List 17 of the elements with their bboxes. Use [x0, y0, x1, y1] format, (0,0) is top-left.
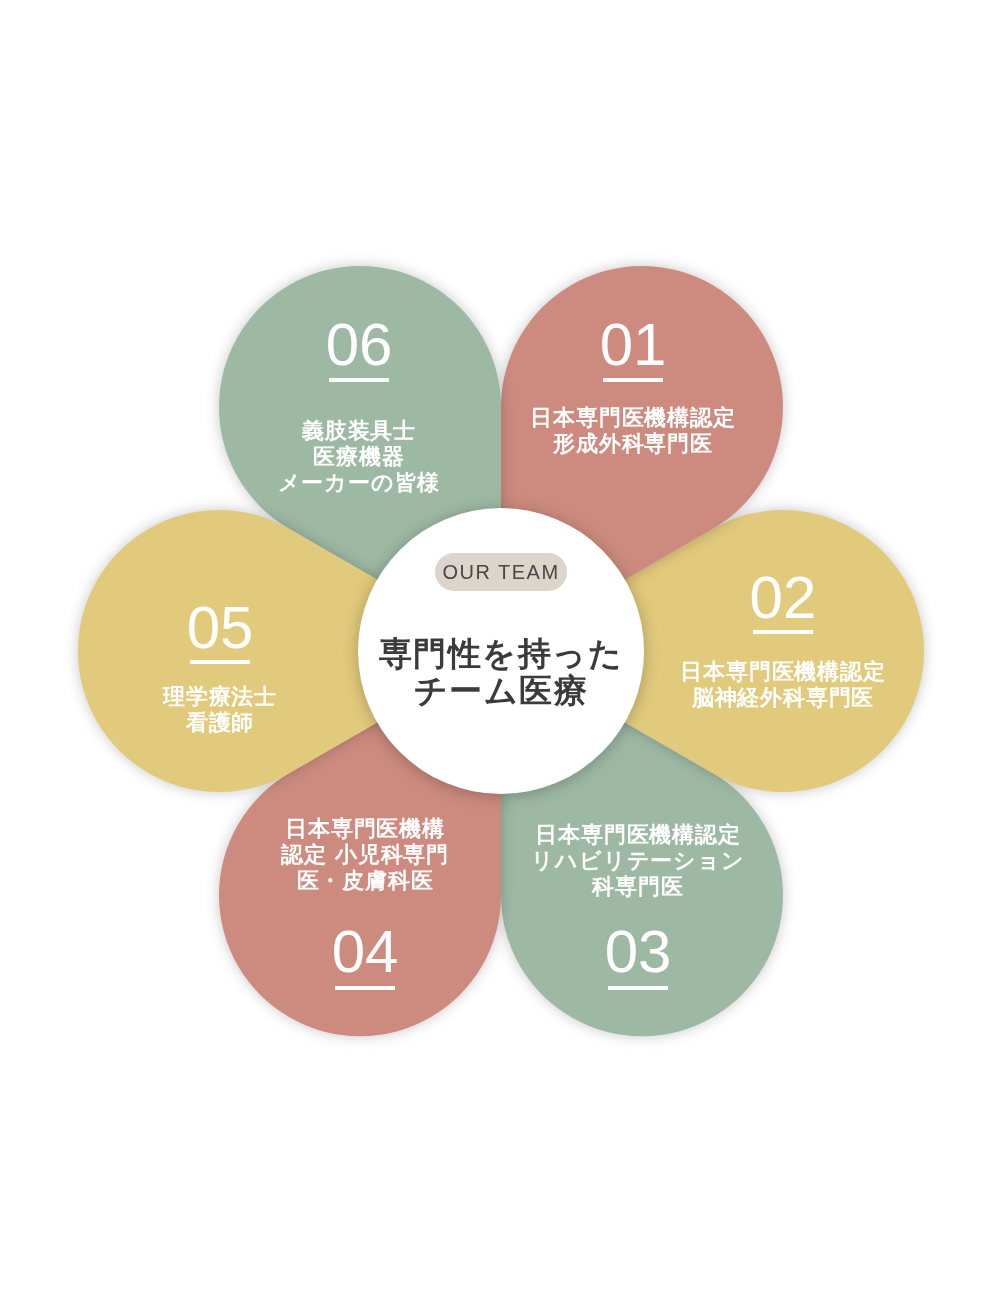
step-number: 05 [186, 598, 254, 658]
label-text: 理学療法士看護師 [163, 684, 277, 736]
step-number: 06 [325, 315, 393, 375]
label-text: 義肢装具士医療機器メーカーの皆様 [277, 418, 441, 496]
step-number: 02 [749, 568, 817, 628]
petal-shape [78, 510, 378, 792]
label-text: 日本専門医機構認定形成外科専門医 [530, 405, 736, 457]
petal-shape [624, 510, 924, 792]
tag-pill: OUR TEAM [435, 553, 567, 591]
petal-shape [501, 722, 783, 1037]
step-number: 01 [599, 315, 667, 375]
step-number: 03 [604, 922, 672, 982]
label-text: 日本専門医機構認定脳神経外科専門医 [680, 659, 886, 711]
label-text: 日本専門医機構認定 小児科専門医・皮膚科医 [280, 816, 450, 894]
title-text: 専門性を持ったチーム医療 [378, 635, 624, 709]
label-text: 日本専門医機構認定リハビリテーション科専門医 [531, 822, 745, 900]
step-number: 04 [331, 922, 399, 982]
